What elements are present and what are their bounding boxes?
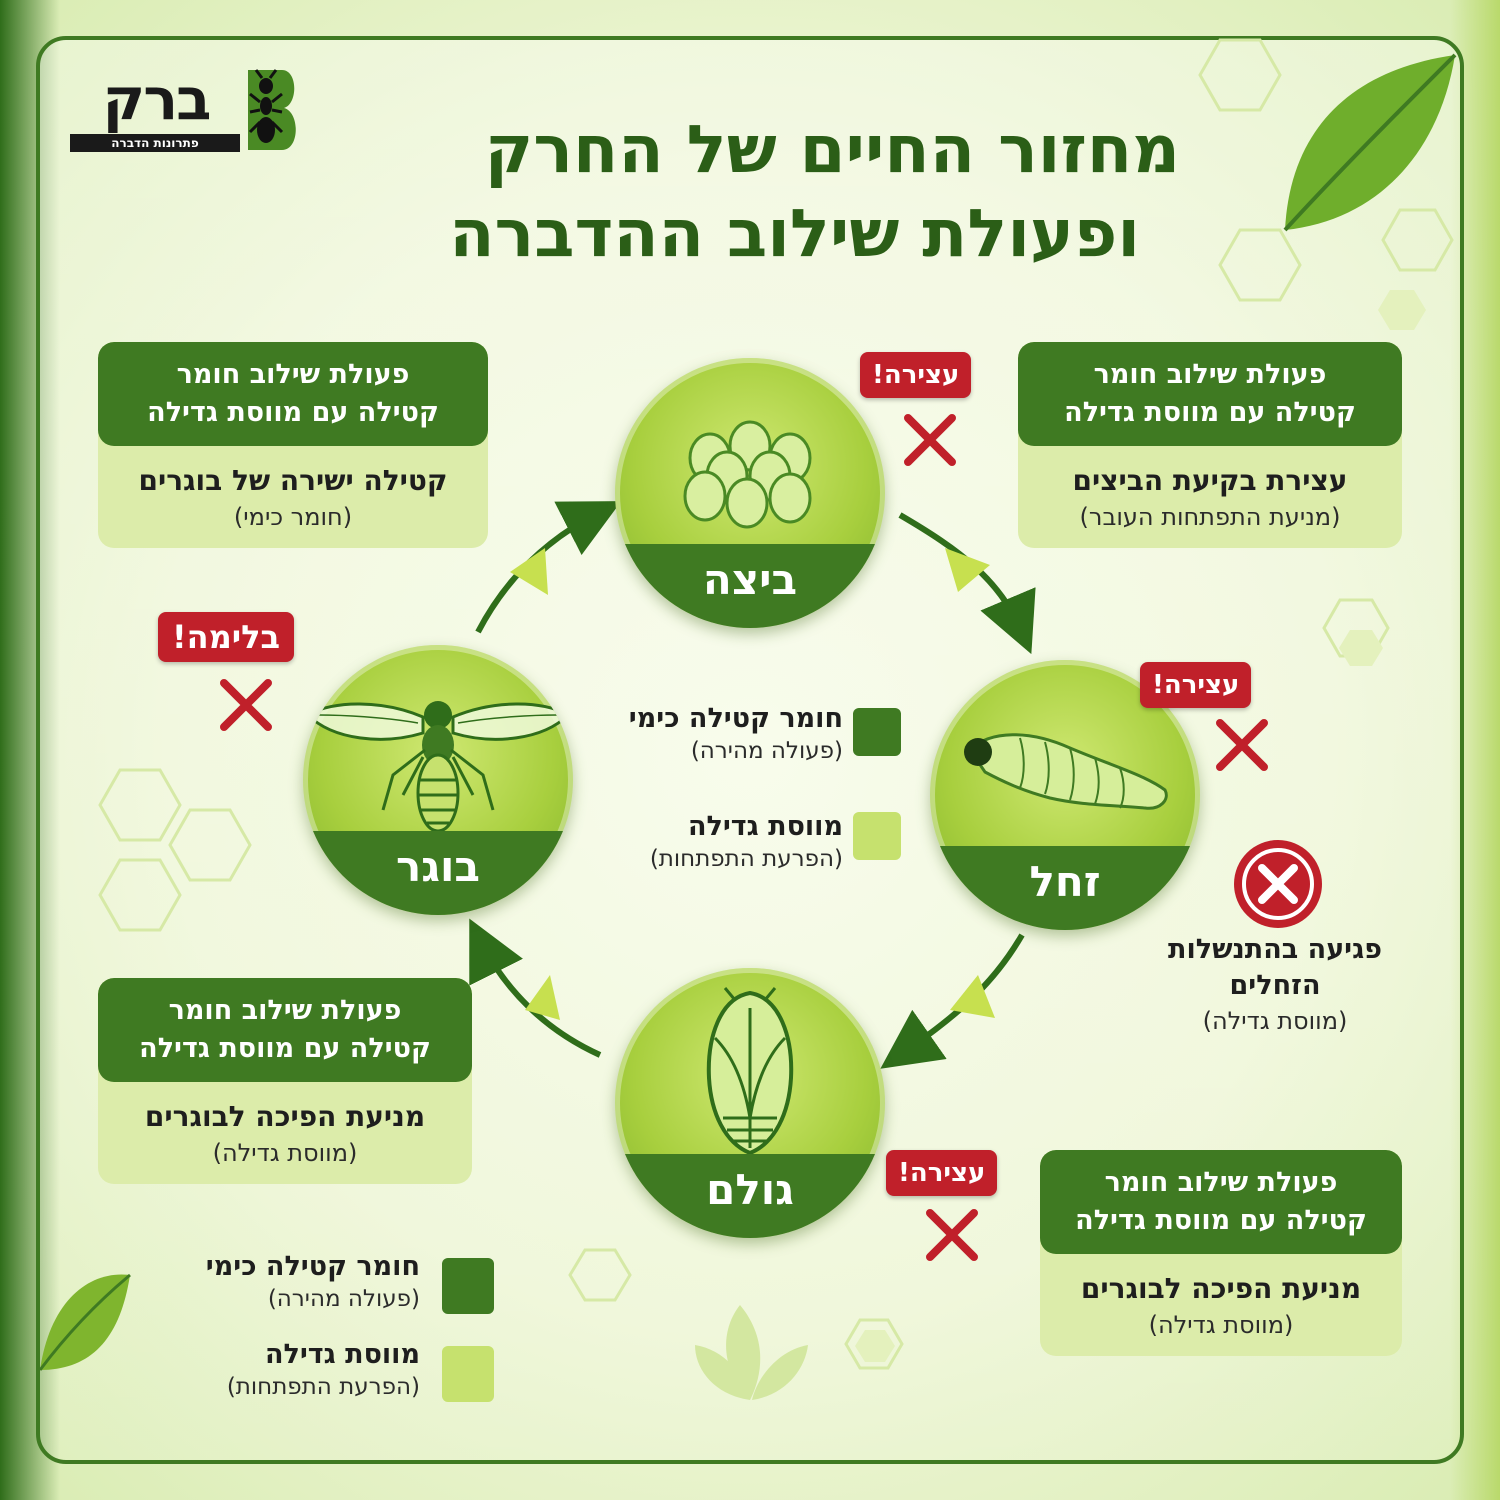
box-sub-text: (מניעת התפתחות העובר) [1079,503,1341,531]
stage-adult-label: בוגר [303,831,573,915]
info-box-body: מניעת הפיכה לבוגרים (מווסת גדילה) [1040,1254,1402,1356]
stage-egg: ביצה [615,358,885,628]
stop-badge-larva: עצירה! [1140,662,1252,708]
brake-badge-adult: בלימה! [158,612,295,662]
x-mark-icon [904,414,956,466]
info-box-body: קטילה ישירה של בוגרים (חומר כימי) [98,446,488,548]
title-line-1: מחזור החיים של החרק [484,111,1180,188]
arrow-chevron-2 [950,975,995,1018]
box-head-line-1: פעולת שילוב חומר [1104,1167,1338,1198]
right-edge-glow [1450,0,1500,1500]
x-mark-icon [220,679,272,731]
info-box-header: פעולת שילוב חומר קטילה עם מווסת גדילה [1018,342,1402,446]
leaf-top-right-icon [1283,53,1457,232]
stage-pupa-label: גולם [615,1154,885,1238]
box-main-text: קטילה ישירה של בוגרים [138,464,448,497]
legend-growth-label: מווסת גדילה [264,1339,420,1370]
box-head-line-1: פעולת שילוב חומר [176,359,410,390]
box-head-line-2: קטילה עם מווסת גדילה [147,397,439,428]
box-head-line-1: פעולת שילוב חומר [1093,359,1327,390]
stop-badge-pupa: עצירה! [886,1150,998,1196]
logo-wordmark: ברק [102,65,212,133]
stage-egg-label: ביצה [615,544,885,628]
box-head-line-1: פעולת שילוב חומר [168,995,402,1026]
legend-chemical-label: חומר קטילה כימי [628,703,843,734]
left-edge-glow [0,0,60,1500]
arrow-chevron-1 [945,548,990,592]
info-box-bottom-right: פעולת שילוב חומר קטילה עם מווסת גדילה מנ… [1040,1150,1402,1356]
box-head-line-2: קטילה עם מווסת גדילה [1064,397,1356,428]
info-box-header: פעולת שילוב חומר קטילה עם מווסת גדילה [98,342,488,446]
larva-harm-note: פגיעה בהתנשלות הזחלים (מווסת גדילה) [1110,932,1440,1038]
box-head-line-2: קטילה עם מווסת גדילה [139,1033,431,1064]
stage-adult: בוגר [303,645,573,915]
ant-logo-icon [248,69,296,150]
legend-center: חומר קטילה כימי (פעולה מהירה) מווסת גדיל… [585,700,905,900]
logo-tagline: פתרונות הדברה [70,134,240,152]
larva-harm-line-2: הזחלים [1229,970,1321,1001]
legend-item-growth: מווסת גדילה (הפרעת התפתחות) [140,1338,420,1402]
legend-swatch-chemical [853,708,901,756]
sprout-icon [695,1305,808,1400]
page-title: מחזור החיים של החרק ופעולת שילוב ההדברה [300,108,1180,276]
info-box-header: פעולת שילוב חומר קטילה עם מווסת גדילה [1040,1150,1402,1254]
larva-icon [964,733,1168,810]
legend-chemical-sub: (פעולה מהירה) [267,1286,420,1312]
brand-logo: ברק פתרונות הדברה [66,66,306,156]
legend-growth-label: מווסת גדילה [687,811,843,842]
stop-badge-egg: עצירה! [860,352,972,398]
title-line-2: ופעולת שילוב ההדברה [449,195,1140,272]
larva-harm-sub: (מווסת גדילה) [1202,1007,1348,1035]
stage-larva-label: זחל [930,846,1200,930]
fly-icon [305,701,571,833]
box-sub-text: (חומר כימי) [233,503,353,531]
box-head-line-2: קטילה עם מווסת גדילה [1075,1205,1367,1236]
info-box-body: עצירת בקיעת הביצים (מניעת התפתחות העובר) [1018,446,1402,548]
info-box-top-right: פעולת שילוב חומר קטילה עם מווסת גדילה עצ… [1018,342,1402,548]
box-main-text: עצירת בקיעת הביצים [1072,464,1348,497]
info-box-bottom-left: פעולת שילוב חומר קטילה עם מווסת גדילה מנ… [98,978,472,1184]
legend-item-growth: מווסת גדילה (הפרעת התפתחות) [585,810,843,874]
info-box-header: פעולת שילוב חומר קטילה עם מווסת גדילה [98,978,472,1082]
legend-swatch-chemical [442,1258,494,1314]
box-sub-text: (מווסת גדילה) [1148,1311,1294,1339]
stage-pupa: גולם [615,968,885,1238]
arrow-chevron-4 [510,548,548,595]
box-main-text: מניעת הפיכה לבוגרים [1080,1272,1362,1305]
legend-growth-sub: (הפרעת התפתחות) [649,846,843,872]
legend-growth-sub: (הפרעת התפתחות) [226,1374,420,1400]
x-circle-icon [1234,840,1322,928]
x-mark-icon [1216,719,1268,771]
larva-harm-line-1: פגיעה בהתנשלות [1168,934,1382,965]
legend-item-chemical: חומר קטילה כימי (פעולה מהירה) [140,1250,420,1314]
x-mark-icon [926,1209,978,1261]
info-box-body: מניעת הפיכה לבוגרים (מווסת גדילה) [98,1082,472,1184]
legend-item-chemical: חומר קטילה כימי (פעולה מהירה) [585,702,843,766]
arrow-chevron-3 [525,975,560,1020]
box-main-text: מניעת הפיכה לבוגרים [144,1100,426,1133]
leaf-bottom-left-icon [38,1273,131,1371]
legend-bottom: חומר קטילה כימי (פעולה מהירה) מווסת גדיל… [140,1250,500,1420]
legend-chemical-sub: (פעולה מהירה) [690,738,843,764]
info-box-top-left: פעולת שילוב חומר קטילה עם מווסת גדילה קט… [98,342,488,548]
legend-swatch-growth [442,1346,494,1402]
arrow-larva-to-pupa [880,933,1025,1069]
legend-swatch-growth [853,812,901,860]
pupa-icon [706,987,794,1156]
legend-chemical-label: חומר קטילה כימי [205,1251,420,1282]
eggs-icon [683,420,812,529]
box-sub-text: (מווסת גדילה) [212,1139,358,1167]
